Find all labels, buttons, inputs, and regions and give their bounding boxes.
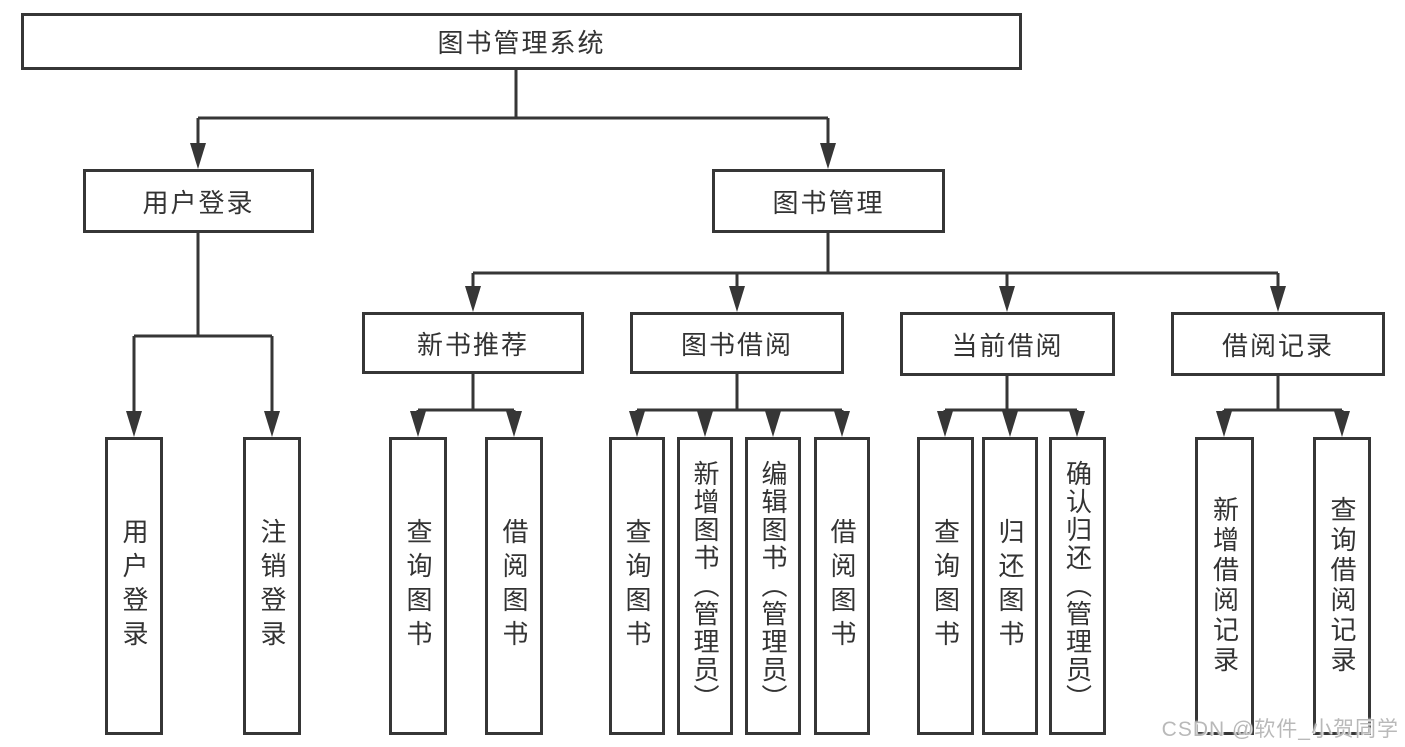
leaf-label: 注销登录 <box>257 518 287 654</box>
arrow-down-icon <box>697 411 713 437</box>
arrow-down-icon <box>937 411 953 437</box>
node-label: 图书管理 <box>772 187 885 218</box>
leaf-label: 用户登录 <box>119 518 149 654</box>
arrow-down-icon <box>834 411 850 437</box>
node-label: 新书推荐 <box>416 329 529 360</box>
arrow-down-icon <box>1334 411 1350 437</box>
arrow-down-icon <box>410 411 426 437</box>
arrow-down-icon <box>1270 286 1286 312</box>
node-new-book-recommendation: 新书推荐 <box>362 312 584 374</box>
leaf-label: 确认归还（管理员） <box>1062 460 1093 712</box>
leaf-add-books-admin: 新增图书（管理员） <box>677 437 733 735</box>
leaf-label: 借阅图书 <box>499 518 529 654</box>
leaf-borrow-books-borrowing: 借阅图书 <box>814 437 870 735</box>
csdn-watermark: CSDN @软件_小贺同学 <box>1161 718 1399 741</box>
leaf-query-books-current: 查询图书 <box>917 437 974 735</box>
leaf-add-borrow-record: 新增借阅记录 <box>1195 437 1254 735</box>
arrow-down-icon <box>1216 411 1232 437</box>
node-label: 借阅记录 <box>1221 330 1334 361</box>
node-label: 图书借阅 <box>680 329 793 360</box>
node-label: 当前借阅 <box>951 330 1064 361</box>
leaf-user-login: 用户登录 <box>105 437 163 735</box>
arrow-down-icon <box>999 286 1015 312</box>
leaf-query-books-recommend: 查询图书 <box>389 437 447 735</box>
arrow-down-icon <box>190 143 206 169</box>
leaf-return-books: 归还图书 <box>982 437 1038 735</box>
leaf-label: 编辑图书（管理员） <box>758 460 788 712</box>
leaf-label: 归还图书 <box>995 518 1025 654</box>
leaf-logout: 注销登录 <box>243 437 301 735</box>
leaf-query-borrow-record: 查询借阅记录 <box>1313 437 1371 735</box>
leaf-label: 查询图书 <box>622 518 652 654</box>
arrow-down-icon <box>126 411 142 437</box>
arrow-down-icon <box>465 286 481 312</box>
arrow-down-icon <box>729 286 745 312</box>
node-label: 用户登录 <box>142 187 255 218</box>
arrow-down-icon <box>506 411 522 437</box>
leaf-confirm-return-admin: 确认归还（管理员） <box>1049 437 1106 735</box>
node-library-management-system: 图书管理系统 <box>21 13 1022 70</box>
arrow-down-icon <box>629 411 645 437</box>
arrow-down-icon <box>1002 411 1018 437</box>
node-book-borrowing: 图书借阅 <box>630 312 844 374</box>
leaf-query-books-borrowing: 查询图书 <box>609 437 665 735</box>
leaf-label: 查询图书 <box>403 518 433 654</box>
leaf-label: 查询借阅记录 <box>1327 496 1357 676</box>
arrow-down-icon <box>820 143 836 169</box>
node-user-login: 用户登录 <box>83 169 314 233</box>
node-borrowing-records: 借阅记录 <box>1171 312 1385 376</box>
arrow-down-icon <box>264 411 280 437</box>
node-book-management: 图书管理 <box>712 169 945 233</box>
node-current-borrowing: 当前借阅 <box>900 312 1115 376</box>
arrow-down-icon <box>765 411 781 437</box>
leaf-label: 查询图书 <box>930 518 961 654</box>
leaf-label: 新增借阅记录 <box>1209 496 1240 676</box>
node-label: 图书管理系统 <box>437 28 606 58</box>
leaf-label: 借阅图书 <box>827 518 857 654</box>
leaf-edit-books-admin: 编辑图书（管理员） <box>745 437 801 735</box>
leaf-label: 新增图书（管理员） <box>690 460 720 712</box>
leaf-borrow-books-recommend: 借阅图书 <box>485 437 543 735</box>
arrow-down-icon <box>1069 411 1085 437</box>
